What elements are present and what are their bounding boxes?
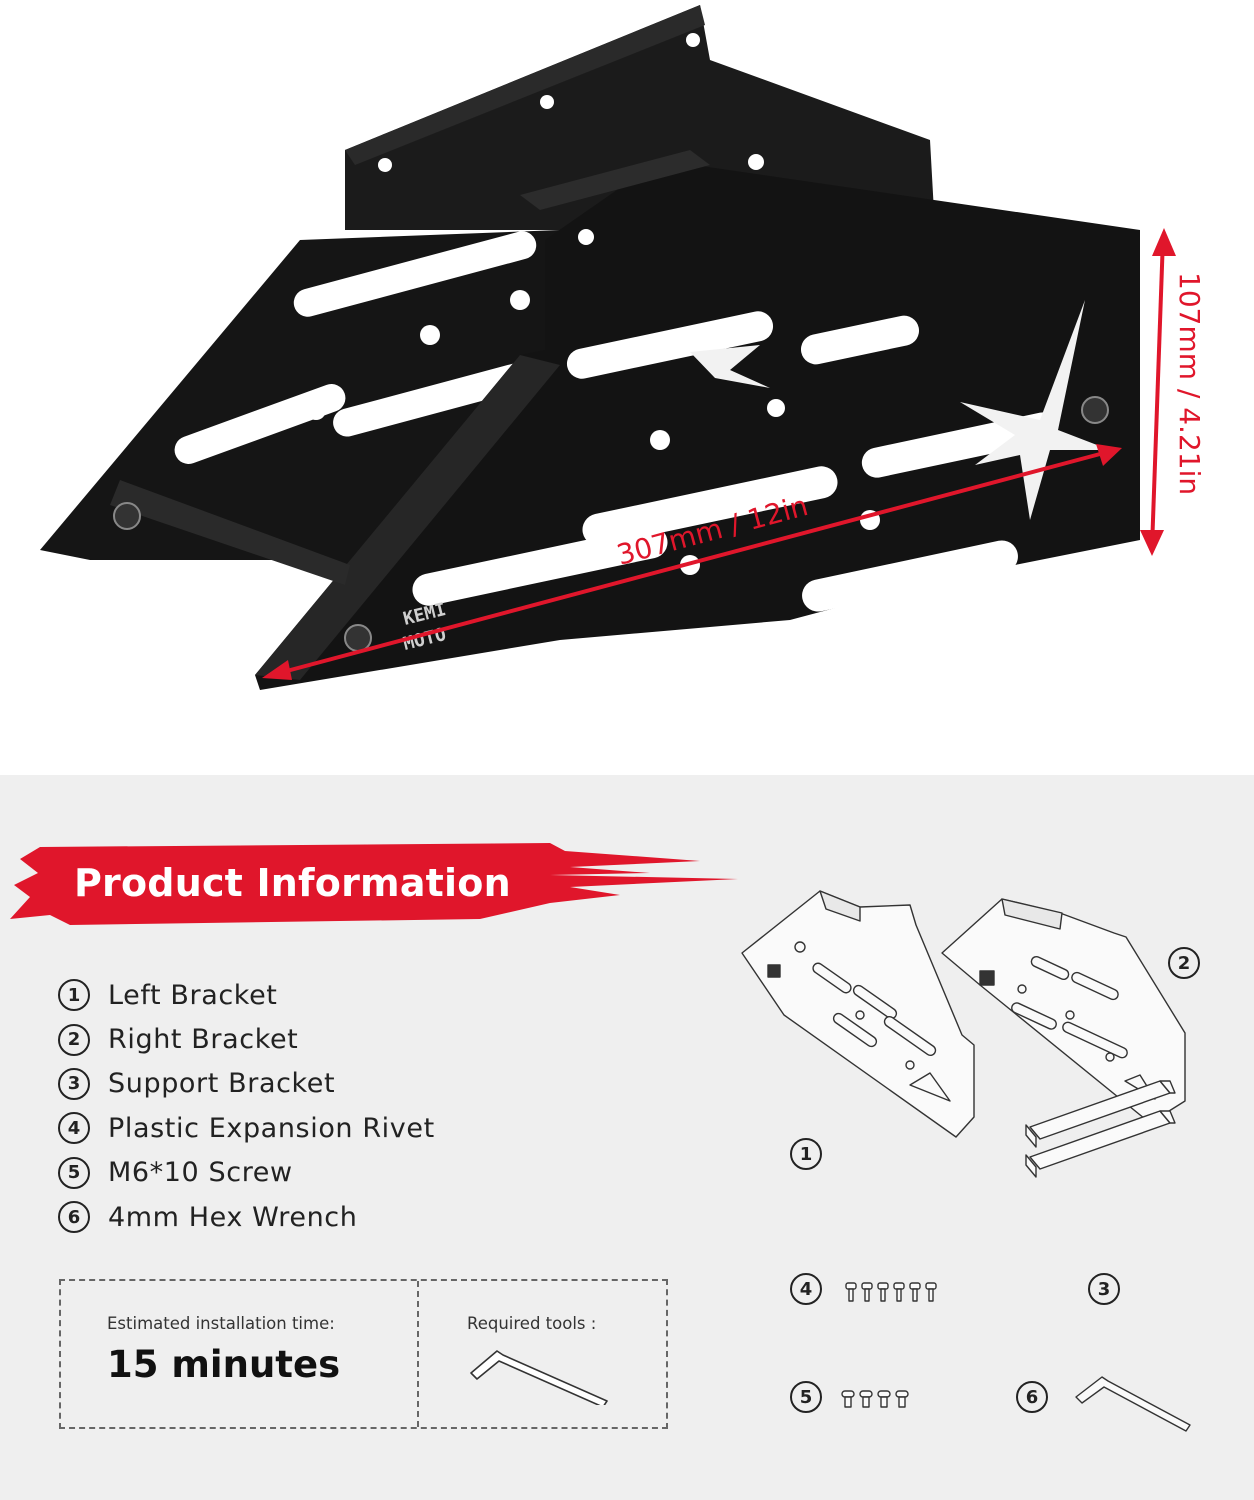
part-name: Plastic Expansion Rivet — [108, 1112, 435, 1144]
item-number-badge: 2 — [58, 1023, 90, 1056]
list-item: 2 Right Bracket — [58, 1017, 435, 1061]
item-number-badge: 4 — [58, 1112, 90, 1145]
divider — [417, 1281, 419, 1427]
height-dimension-label: 107mm / 4.21in — [1173, 272, 1206, 495]
item-number-badge: 6 — [58, 1201, 90, 1234]
install-time-label: Estimated installation time: — [107, 1314, 335, 1333]
brush-stroke-background — [10, 843, 738, 925]
list-item: 4 Plastic Expansion Rivet — [58, 1106, 435, 1150]
required-tools-label: Required tools : — [467, 1314, 597, 1333]
section-title: Product Information — [74, 861, 511, 905]
diagram-label-3: 3 — [1088, 1273, 1120, 1305]
diagram-label-4: 4 — [790, 1273, 822, 1305]
part-name: 4mm Hex Wrench — [108, 1201, 358, 1233]
installation-specs-box: Estimated installation time: 15 minutes … — [59, 1279, 668, 1429]
item-number-badge: 5 — [58, 1156, 90, 1189]
part-name: Support Bracket — [108, 1068, 336, 1100]
part-name: Left Bracket — [108, 979, 278, 1011]
diagram-label-1: 1 — [790, 1138, 822, 1170]
part-name: Right Bracket — [108, 1024, 299, 1056]
bracket-photo-illustration: KEMI MOTO 307mm / 12in 107mm / 4.21in — [40, 5, 1206, 690]
parts-diagram: 1 2 3 4 5 6 — [730, 885, 1230, 1465]
hex-wrench-icon — [470, 1350, 608, 1405]
list-item: 1 Left Bracket — [58, 973, 435, 1017]
parts-list: 1 Left Bracket 2 Right Bracket 3 Support Br… — [58, 973, 435, 1239]
parts-line-drawing — [741, 890, 1191, 1432]
part-name: M6*10 Screw — [108, 1157, 293, 1189]
list-item: 6 4mm Hex Wrench — [58, 1195, 435, 1239]
diagram-label-2: 2 — [1168, 947, 1200, 979]
diagram-label-5: 5 — [790, 1381, 822, 1413]
product-photo: KEMI MOTO 307mm / 12in 107mm / 4.21in — [40, 5, 1206, 690]
install-time-value: 15 minutes — [107, 1343, 341, 1386]
list-item: 5 M6*10 Screw — [58, 1151, 435, 1195]
item-number-badge: 1 — [58, 979, 90, 1012]
item-number-badge: 3 — [58, 1067, 90, 1100]
list-item: 3 Support Bracket — [58, 1062, 435, 1106]
section-banner: Product Information — [10, 837, 740, 927]
diagram-label-6: 6 — [1016, 1381, 1048, 1413]
